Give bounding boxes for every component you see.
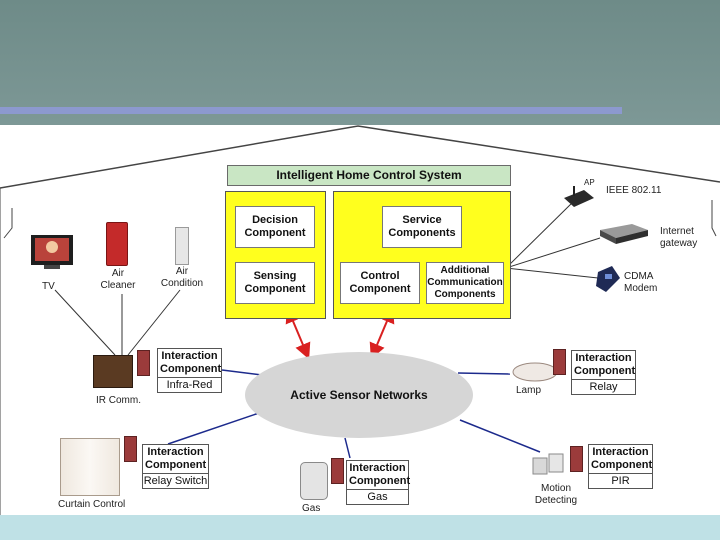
arrow-left bbox=[285, 306, 311, 360]
ap-label: AP bbox=[584, 178, 595, 187]
air-cleaner-label: Air Cleaner bbox=[100, 268, 136, 291]
active-sensor-networks: Active Sensor Networks bbox=[245, 352, 473, 438]
gas-interaction-box: Interaction Component Gas bbox=[346, 460, 410, 505]
ir-board-icon bbox=[93, 355, 133, 388]
air-condition-icon bbox=[175, 227, 189, 265]
curtain-interaction-title: Interaction Component bbox=[143, 445, 208, 474]
lamp-device-label: Lamp bbox=[516, 385, 542, 396]
ir-interaction-box: Interaction Component Infra-Red bbox=[157, 348, 222, 393]
motion-sensor-icon bbox=[531, 452, 567, 480]
service-components: Service Components bbox=[382, 206, 462, 248]
system-title: Intelligent Home Control System bbox=[227, 165, 511, 186]
curtain-icon bbox=[60, 438, 120, 496]
header-band bbox=[0, 0, 720, 125]
motion-interaction-type: PIR bbox=[611, 475, 630, 487]
cdma-modem-label: CDMA Modem bbox=[624, 271, 658, 294]
motion-device-label: Motion Detecting bbox=[534, 483, 578, 506]
header-rule bbox=[0, 107, 622, 114]
ap-router-icon bbox=[562, 186, 596, 208]
air-cleaner-icon bbox=[106, 222, 128, 266]
lamp-interaction-box: Interaction Component Relay bbox=[571, 350, 636, 395]
ieee-label: IEEE 802.11 bbox=[606, 185, 662, 196]
curtain-device-label: Curtain Control bbox=[58, 499, 126, 510]
lamp-icon bbox=[512, 362, 558, 382]
gas-sensor-icon bbox=[300, 462, 328, 500]
tv-label: TV bbox=[42, 281, 55, 292]
lamp-interaction-title: Interaction Component bbox=[572, 351, 635, 380]
cdma-modem-icon bbox=[594, 264, 622, 294]
gas-interaction-title: Interaction Component bbox=[347, 461, 410, 490]
footer-band bbox=[0, 515, 720, 540]
ir-sensor-node-icon bbox=[137, 350, 150, 376]
ir-device-label: IR Comm. bbox=[96, 395, 141, 406]
lamp-interaction-type: Relay bbox=[589, 381, 618, 393]
decision-component: Decision Component bbox=[235, 206, 315, 248]
curtain-interaction-type: Relay Switch bbox=[143, 475, 208, 487]
gas-interaction-type: Gas bbox=[367, 491, 388, 503]
air-condition-label: Air Condition bbox=[160, 266, 204, 289]
control-component: Control Component bbox=[340, 262, 420, 304]
ir-interaction-type: Infra-Red bbox=[166, 379, 213, 391]
ir-interaction-title: Interaction Component bbox=[158, 349, 221, 378]
tv-icon bbox=[30, 234, 74, 270]
curtain-interaction-box: Interaction Component Relay Switch bbox=[142, 444, 209, 489]
internet-gateway-icon bbox=[598, 222, 650, 246]
gas-device-label: Gas bbox=[302, 503, 321, 514]
house-outline bbox=[0, 125, 720, 189]
sensing-component: Sensing Component bbox=[235, 262, 315, 304]
internet-gateway-label: Internet gateway bbox=[660, 226, 698, 249]
motion-interaction-box: Interaction Component PIR bbox=[588, 444, 653, 489]
additional-communication-components: Additional Communication Components bbox=[426, 262, 504, 304]
lamp-sensor-node-icon bbox=[553, 349, 566, 375]
curtain-sensor-node-icon bbox=[124, 436, 137, 462]
arrow-right bbox=[369, 306, 395, 360]
motion-sensor-node-icon bbox=[570, 446, 583, 472]
gas-sensor-node-icon bbox=[331, 458, 344, 484]
motion-interaction-title: Interaction Component bbox=[589, 445, 652, 474]
